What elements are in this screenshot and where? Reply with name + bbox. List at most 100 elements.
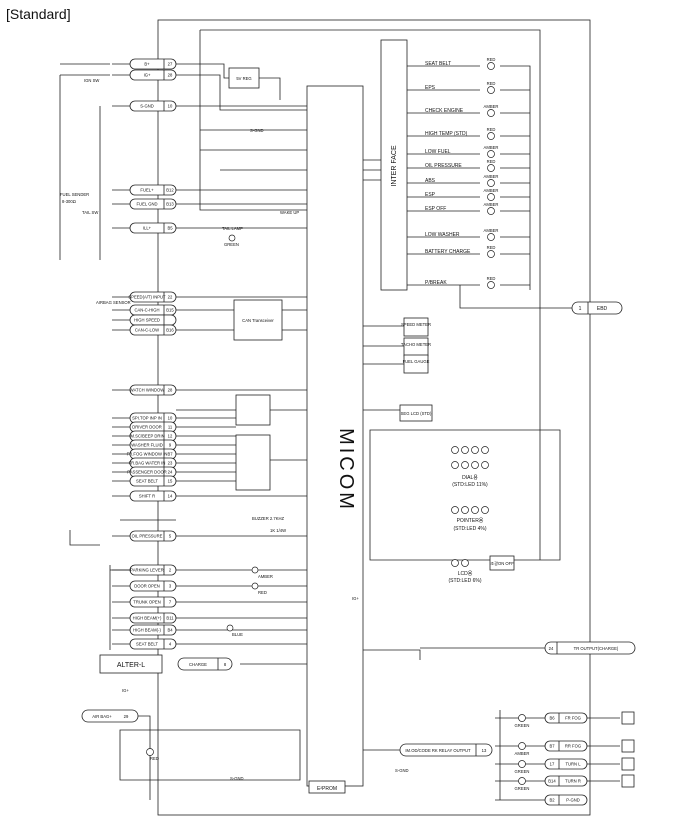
connector-pin: B11 <box>166 616 174 621</box>
indicator-color: AMBER <box>484 104 499 109</box>
lamp-icon <box>487 250 495 258</box>
output-connector: B2 P-GND <box>544 794 588 806</box>
output-label: TURN L <box>565 762 581 767</box>
regulator-label: 5V REG <box>236 76 251 81</box>
connector-pin: B16 <box>166 328 174 333</box>
seg-lcd-label: SEG LCD (STD) <box>401 411 432 416</box>
connector-pin: B7 <box>167 452 173 457</box>
seg-lcd <box>399 404 433 422</box>
connector-label: PASSENGER DOOR <box>127 470 166 475</box>
relay-icon <box>621 739 635 753</box>
lcd-led-group: 조광ON OFF LCD용 (STD:LED 6%) <box>448 555 515 584</box>
resistor-label: 1K 1/4W <box>270 528 286 533</box>
output-label: RR FOG <box>565 744 581 749</box>
connector-pin: B12 <box>166 188 174 193</box>
page-title: [Standard] <box>6 6 71 22</box>
can-label: CAN Transceiver <box>242 318 274 323</box>
connector-pin: 12 <box>168 434 173 439</box>
lamp-icon <box>487 164 495 172</box>
indicator-color: RED <box>487 127 496 132</box>
immo-pin: 13 <box>482 748 487 753</box>
connector-pin: 27 <box>168 62 173 67</box>
lcd-label: LCD용 <box>458 571 473 577</box>
tr-output-label: TR OUTPUT(CHARGE) <box>574 646 619 651</box>
tail-sw-label: TAIL SW <box>82 210 98 215</box>
left-connector: IG+28 <box>112 69 177 81</box>
left-connector: ILL+B5 <box>112 222 177 234</box>
left-connector: HIGH BEAM(-)B4 <box>112 624 177 636</box>
indicator-label: ESP <box>425 192 436 198</box>
ebd-label: EBD <box>597 306 608 312</box>
output-label: P-GND <box>566 798 580 803</box>
relay-icon <box>621 711 635 725</box>
connector-pin: 3 <box>169 584 172 589</box>
fuel-sender-label: FUEL SENDER <box>60 192 89 197</box>
output-lamp-color: GREEN <box>515 723 530 728</box>
dial-label: DIAL용 <box>462 475 478 481</box>
lcd-sub: (STD:LED 6%) <box>448 578 481 584</box>
lamp-icon <box>487 86 495 94</box>
indicator-color: RED <box>487 57 496 62</box>
connector-label: SEAT BELT <box>136 479 158 484</box>
connector-label: FR.FOG WINDOW IN <box>127 452 168 457</box>
charge-connector <box>177 657 233 671</box>
lamp-icon <box>487 281 495 289</box>
pointer-led-group: POINTER용 (STD:LED 4%) <box>451 506 489 532</box>
indicator-label: ESP OFF <box>425 206 446 212</box>
output-pin: B2 <box>549 798 555 803</box>
connector-pin: 10 <box>168 416 173 421</box>
output-pin: B6 <box>549 716 555 721</box>
connector-label: S-GND <box>140 104 154 109</box>
indicator-label: HIGH TEMP (STD) <box>425 131 468 137</box>
amber-lamp-label: AMBER <box>258 574 273 579</box>
wake-up-label: WAKE UP <box>280 210 299 215</box>
lamp-icon <box>487 207 495 215</box>
ebd-connector <box>571 301 623 315</box>
connector-label: DRIVER DOOR <box>132 425 162 430</box>
relay-icon <box>621 774 635 788</box>
lamp-icon <box>518 760 526 768</box>
lamp-icon <box>518 714 526 722</box>
interface-block <box>380 39 408 291</box>
lamp-icon <box>487 150 495 158</box>
ebd-pin: 1 <box>579 306 582 312</box>
left-connector: HIGH SPEED <box>112 314 177 326</box>
connector-label: ILL+ <box>143 226 152 231</box>
connector-pin: 28 <box>168 388 173 393</box>
connector-label: CAN-C-LOW <box>135 328 159 333</box>
connector-pin: 10 <box>168 104 173 109</box>
output-pin: 17 <box>550 762 555 767</box>
bottom-sgnd-label: S-GND <box>230 776 244 781</box>
connector-label: WATCH WINDOW <box>130 388 164 393</box>
lamp-icon <box>487 62 495 70</box>
connector-label: HIGH BEAM(+) <box>133 616 162 621</box>
alter-block <box>99 654 163 674</box>
blue-lamp-label: BLUE <box>232 632 243 637</box>
red-lamp-label: RED <box>258 590 267 595</box>
airbag-label: AIR BAG+ <box>92 714 112 719</box>
output-label: TURN R <box>565 779 581 784</box>
connector-pin: 28 <box>168 73 173 78</box>
left-connector: FUEL+B12 <box>112 184 177 196</box>
indicator-color: AMBER <box>484 145 499 150</box>
indicator-label: ABS <box>425 178 436 184</box>
left-connector: WATCH WINDOW 28 <box>112 384 177 396</box>
